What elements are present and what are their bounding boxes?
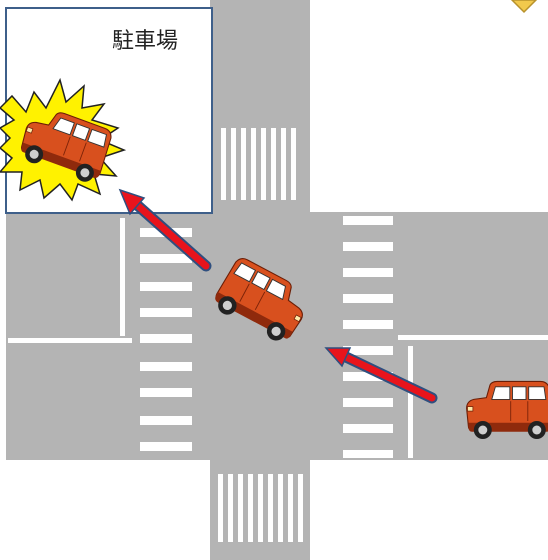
stop-line-right xyxy=(408,346,413,458)
arrow-icon xyxy=(118,188,212,272)
crosswalk-left xyxy=(140,228,192,451)
parking-lot-label: 駐車場 xyxy=(112,29,178,54)
crosswalk-top xyxy=(221,128,296,200)
crosswalk-bottom xyxy=(218,474,303,542)
badge-corner-icon xyxy=(510,0,538,14)
lane-line-right xyxy=(398,335,548,340)
stop-line-left xyxy=(120,218,125,336)
crosswalk-right xyxy=(343,216,393,458)
lane-line-left xyxy=(8,338,132,343)
arrow-icon xyxy=(324,347,438,404)
